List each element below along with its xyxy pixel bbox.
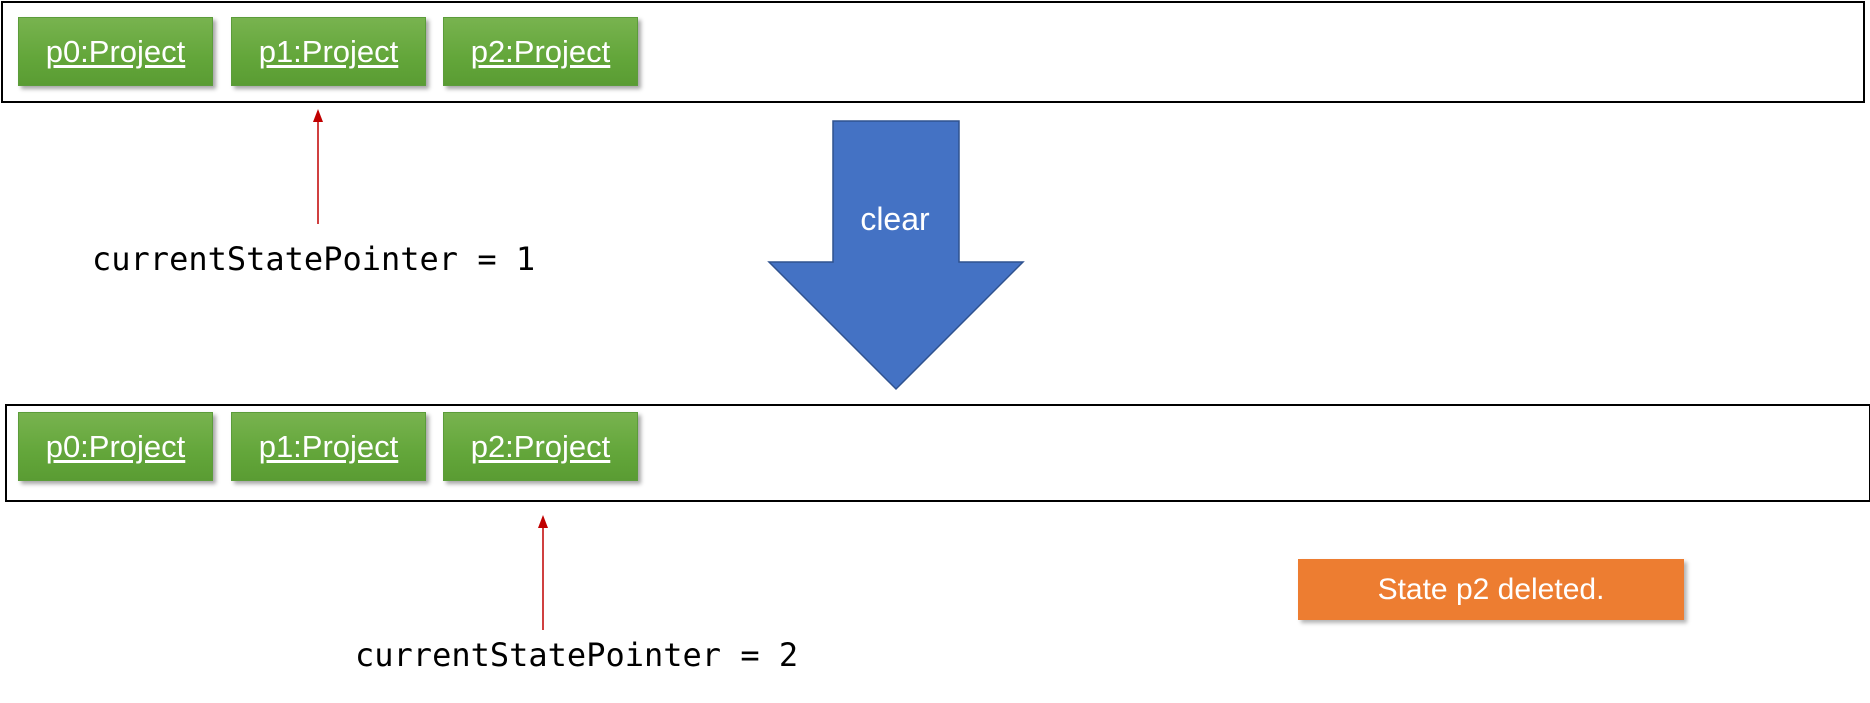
- state-box-p1-before: p1:Project: [231, 17, 426, 86]
- current-state-pointer-label-before: currentStatePointer = 1: [92, 240, 536, 278]
- state-box-p1-after: p1:Project: [231, 412, 426, 481]
- current-state-pointer-label-after: currentStatePointer = 2: [355, 636, 799, 674]
- clear-arrow: [767, 120, 1025, 391]
- pointer-arrow-before: [313, 109, 323, 224]
- state-box-p0-before: p0:Project: [18, 17, 213, 86]
- pointer-arrow-after: [538, 515, 548, 630]
- clear-command-label: clear: [860, 201, 930, 237]
- state-box-p2-after: p2:Project: [443, 412, 638, 481]
- state-box-p2-before: p2:Project: [443, 17, 638, 86]
- state-box-p0-after: p0:Project: [18, 412, 213, 481]
- state-deleted-note: State p2 deleted.: [1298, 559, 1684, 620]
